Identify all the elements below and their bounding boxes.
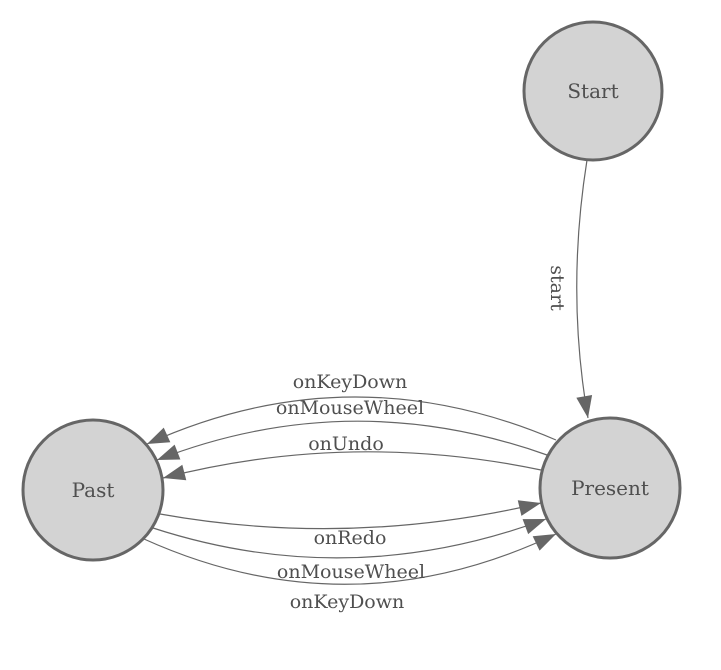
edge-label-onundo: onUndo [308, 433, 384, 455]
edge-label-onmousewheel-bottom: onMouseWheel [277, 561, 425, 583]
nodes: Start Present Past [21, 20, 682, 562]
edge-start-to-present [576, 159, 593, 419]
node-past-label: Past [72, 478, 115, 502]
edge-label-onkeydown-bottom: onKeyDown [290, 591, 405, 613]
edges [143, 159, 593, 585]
node-present-label: Present [571, 476, 649, 500]
edge-label-onkeydown-top: onKeyDown [293, 371, 408, 393]
edge-past-to-present-onredo [159, 500, 542, 530]
edge-labels: start onKeyDown onMouseWheel onUndo onRe… [276, 265, 568, 613]
edge-label-start: start [546, 265, 568, 311]
edge-present-to-past-onundo [162, 451, 542, 481]
node-present [538, 416, 682, 560]
edge-present-to-past-onmousewheel [156, 420, 548, 461]
edge-present-to-past-onkeydown [146, 396, 557, 445]
edge-label-onmousewheel-top: onMouseWheel [276, 397, 424, 419]
edge-label-onredo: onRedo [314, 527, 387, 549]
edge-past-to-present-onkeydown [143, 533, 557, 585]
edge-past-to-present-onmousewheel [152, 518, 547, 559]
node-start [522, 20, 664, 162]
node-past [21, 418, 165, 562]
node-start-label: Start [567, 79, 618, 103]
